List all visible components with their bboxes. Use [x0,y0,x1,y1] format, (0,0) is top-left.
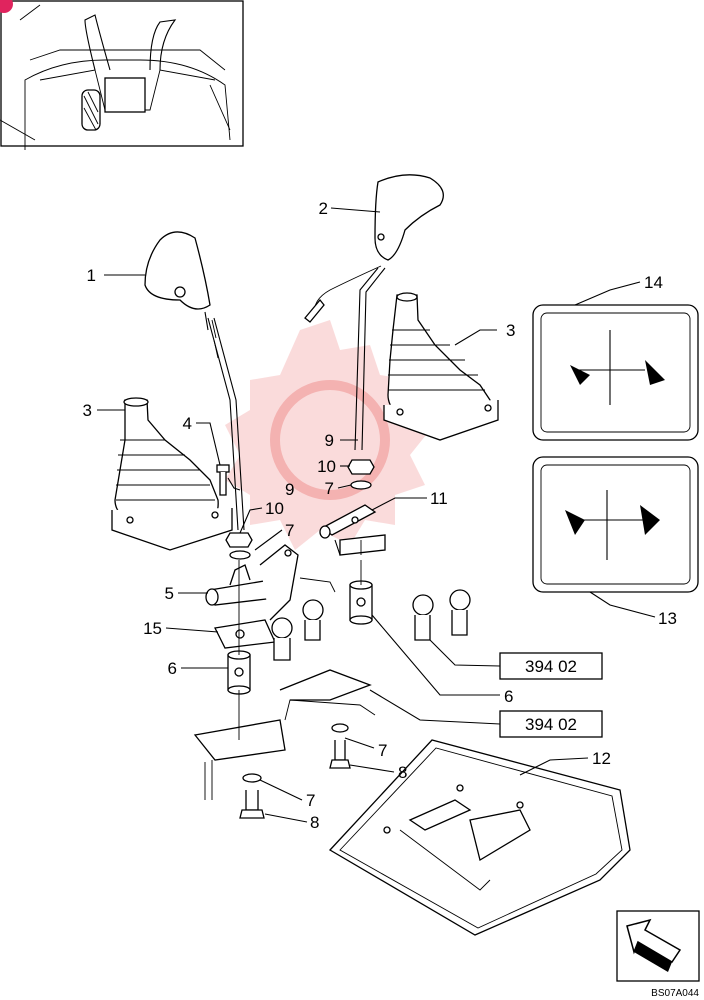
rubber-boot-right [383,292,499,441]
callout-13: 13 [658,609,677,628]
lever-handle-right [304,174,444,451]
callout-9-right: 9 [325,431,334,450]
callout-labels: 1 2 3 3 4 5 6 6 7 7 7 7 8 8 9 9 10 10 11… [83,199,677,832]
coupler-left [227,650,251,695]
callout-1: 1 [87,266,96,285]
nut-right [347,459,375,490]
callout-14: 14 [644,273,663,292]
callout-7-lower-left: 7 [306,791,315,810]
cover-plate [328,739,631,936]
callout-3-right: 3 [506,321,515,340]
switch-pair-left [271,599,324,661]
coupler-right [349,580,373,625]
callout-8-right: 8 [398,763,407,782]
callout-7-lower-right: 7 [378,741,387,760]
callout-8-left: 8 [310,813,319,832]
callout-4: 4 [183,414,192,433]
corner-badge [0,0,13,13]
drawing-code: BS07A044 [651,988,699,999]
fastener-lower-left [239,773,265,819]
callout-3-left: 3 [83,401,92,420]
nut-left [225,532,253,560]
bracket-assembly-right [319,504,386,556]
lever-handle-left [144,231,245,531]
decal-14 [532,304,699,441]
callout-5: 5 [165,584,174,603]
cab-overview-inset [0,0,244,150]
screw-4 [216,464,230,496]
callout-15: 15 [143,619,162,638]
arrow-icon[interactable] [616,910,700,982]
leader-lines [97,207,656,823]
callout-6-right: 6 [504,687,513,706]
bracket-assembly-left [205,544,336,649]
callout-6-left: 6 [168,659,177,678]
callout-9-left: 9 [285,480,294,499]
mounting-plate [193,669,376,800]
callout-12: 12 [592,749,611,768]
decal-13 [532,456,699,593]
fastener-lower-right [329,723,351,769]
reference-box-bottom[interactable]: 394 02 [499,710,603,738]
callout-10-right: 10 [317,457,336,476]
rubber-boot-left [111,397,233,551]
callout-11: 11 [430,489,448,508]
switch-pair-right [412,589,471,641]
reference-box-top[interactable]: 394 02 [499,652,603,680]
callout-7-upper-right: 7 [325,479,334,498]
reference-label-bottom: 394 02 [525,715,577,734]
gear-watermark-icon [225,320,430,550]
callout-7-upper-left: 7 [285,521,294,540]
callout-10-left: 10 [265,499,284,518]
reference-label-top: 394 02 [525,657,577,676]
callout-2: 2 [319,199,328,218]
